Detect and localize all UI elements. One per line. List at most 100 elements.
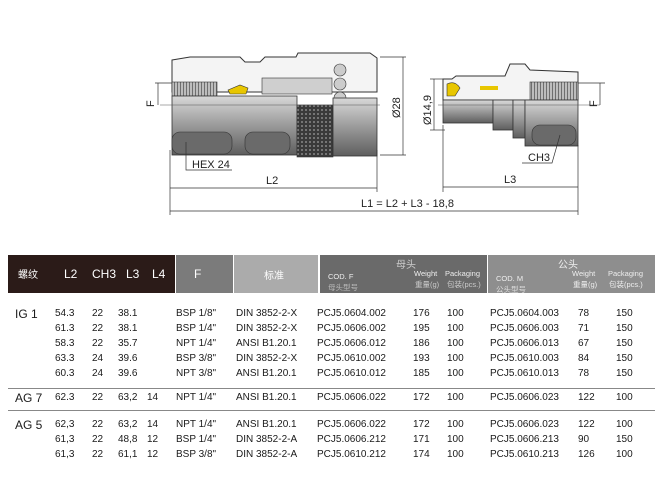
cell-ch3: 22 <box>92 419 104 430</box>
header-l3: L3 <box>126 267 140 281</box>
cell-cod-f: PCJ5.0606.012 <box>317 338 386 349</box>
cell-standard: DIN 3852-2-X <box>236 353 298 364</box>
header-weight-f: Weight <box>414 269 438 278</box>
cell-weight-m: 126 <box>578 449 595 460</box>
cell-weight-m: 67 <box>578 338 590 349</box>
cell-packaging-m: 150 <box>616 338 633 349</box>
cell-l2: 58.3 <box>55 338 75 349</box>
header-dimensions: 螺纹 L2 CH3 L3 L4 <box>8 255 175 293</box>
header-l4: L4 <box>152 267 166 281</box>
female-coupler <box>160 52 380 158</box>
cell-packaging-f: 100 <box>447 392 464 403</box>
header-weight-m: Weight <box>572 269 596 278</box>
cell-l4: 14 <box>147 419 159 430</box>
cell-packaging-m: 100 <box>616 392 633 403</box>
cell-packaging-f: 100 <box>447 338 464 349</box>
cell-weight-f: 193 <box>413 353 430 364</box>
cell-l3: 39.6 <box>118 353 138 364</box>
cell-ch3: 22 <box>92 338 104 349</box>
cell-l2: 63.3 <box>55 353 75 364</box>
cell-cod-f: PCJ5.0610.002 <box>317 353 386 364</box>
ch3-label: CH3 <box>528 152 550 164</box>
hex-label: HEX 24 <box>192 159 230 171</box>
cell-l3: 38.1 <box>118 308 138 319</box>
header-l2: L2 <box>64 267 78 281</box>
cell-ch3: 24 <box>92 353 104 364</box>
cell-cod-m: PCJ5.0606.213 <box>490 434 559 445</box>
header-standard: 标准 <box>234 255 318 293</box>
cell-standard: DIN 3852-2-X <box>236 323 298 334</box>
header-packaging-f-cn: 包装(pcs.) <box>447 280 481 289</box>
cell-packaging-m: 150 <box>616 368 633 379</box>
cell-l3: 63,2 <box>118 419 138 430</box>
cell-ch3: 22 <box>92 308 104 319</box>
cell-l2: 61,3 <box>55 449 75 460</box>
cell-l2: 61,3 <box>55 434 75 445</box>
cell-packaging-f: 100 <box>447 368 464 379</box>
cell-standard: ANSI B1.20.1 <box>236 419 297 430</box>
cell-cod-m: PCJ5.0606.003 <box>490 323 559 334</box>
cell-weight-m: 78 <box>578 308 590 319</box>
header-cod-m: COD. M <box>496 274 524 283</box>
group-label: AG 7 <box>15 391 43 405</box>
cell-weight-f: 174 <box>413 449 430 460</box>
cell-l2: 62,3 <box>55 419 75 430</box>
cell-f: BSP 3/8" <box>176 449 217 460</box>
header-cod-f-cn: 母头型号 <box>328 283 358 292</box>
l1-formula: L1 = L2 + L3 - 18,8 <box>361 198 454 210</box>
f-left-label: F <box>145 100 157 107</box>
cell-l3: 63,2 <box>118 392 138 403</box>
cell-cod-f: PCJ5.0610.012 <box>317 368 386 379</box>
cell-cod-m: PCJ5.0606.023 <box>490 419 559 430</box>
cell-f: NPT 1/4" <box>176 392 217 403</box>
header-weight-f-cn: 重量(g) <box>415 280 440 289</box>
cell-f: NPT 1/4" <box>176 338 217 349</box>
header-female: 母头 COD. F 母头型号 Weight 重量(g) Packaging 包装… <box>320 255 487 293</box>
header-male: 公头 COD. M 公头型号 Weight 重量(g) Packaging 包装… <box>488 255 655 294</box>
cell-weight-f: 195 <box>413 323 430 334</box>
header-packaging-m: Packaging <box>608 269 644 278</box>
cell-ch3: 24 <box>92 368 104 379</box>
cell-standard: DIN 3852-2-A <box>236 449 298 460</box>
cell-packaging-f: 100 <box>447 449 464 460</box>
diameter-14-9-label: Ø14,9 <box>422 95 434 125</box>
diameter-28-label: Ø28 <box>391 97 403 118</box>
cell-l3: 35.7 <box>118 338 138 349</box>
cell-cod-m: PCJ5.0610.003 <box>490 353 559 364</box>
cell-ch3: 22 <box>92 449 104 460</box>
cell-l4: 12 <box>147 449 159 460</box>
cell-cod-f: PCJ5.0604.002 <box>317 308 386 319</box>
cell-f: BSP 3/8" <box>176 353 217 364</box>
cell-packaging-m: 100 <box>616 419 633 430</box>
cell-packaging-m: 150 <box>616 434 633 445</box>
cell-packaging-f: 100 <box>447 434 464 445</box>
cell-cod-f: PCJ5.0606.002 <box>317 323 386 334</box>
cell-cod-f: PCJ5.0606.022 <box>317 392 386 403</box>
cell-cod-f: PCJ5.0606.212 <box>317 434 386 445</box>
cell-weight-f: 171 <box>413 434 430 445</box>
male-plug <box>438 63 600 147</box>
header-f-label: F <box>194 267 202 281</box>
cell-packaging-m: 150 <box>616 323 633 334</box>
dimension-lines <box>155 56 605 215</box>
cell-cod-m: PCJ5.0610.213 <box>490 449 559 460</box>
cell-cod-m: PCJ5.0604.003 <box>490 308 559 319</box>
cell-cod-m: PCJ5.0606.013 <box>490 338 559 349</box>
group-divider <box>8 388 655 389</box>
header-weight-m-cn: 重量(g) <box>573 280 598 289</box>
cell-weight-f: 186 <box>413 338 430 349</box>
f-right-label: F <box>588 100 600 107</box>
cell-standard: ANSI B1.20.1 <box>236 338 297 349</box>
cell-weight-f: 172 <box>413 419 430 430</box>
cell-l2: 60.3 <box>55 368 75 379</box>
cell-packaging-m: 150 <box>616 308 633 319</box>
cell-l2: 61.3 <box>55 323 75 334</box>
cell-weight-f: 185 <box>413 368 430 379</box>
cell-f: BSP 1/8" <box>176 308 217 319</box>
coupling-technical-drawing: HEX 24 CH3 L2 L3 L1 = L2 + L3 - 18,8 Ø28… <box>145 52 605 215</box>
group-label: IG 1 <box>15 307 38 321</box>
cell-packaging-f: 100 <box>447 308 464 319</box>
l3-label: L3 <box>504 174 516 186</box>
cell-cod-m: PCJ5.0610.013 <box>490 368 559 379</box>
cell-packaging-f: 100 <box>447 353 464 364</box>
